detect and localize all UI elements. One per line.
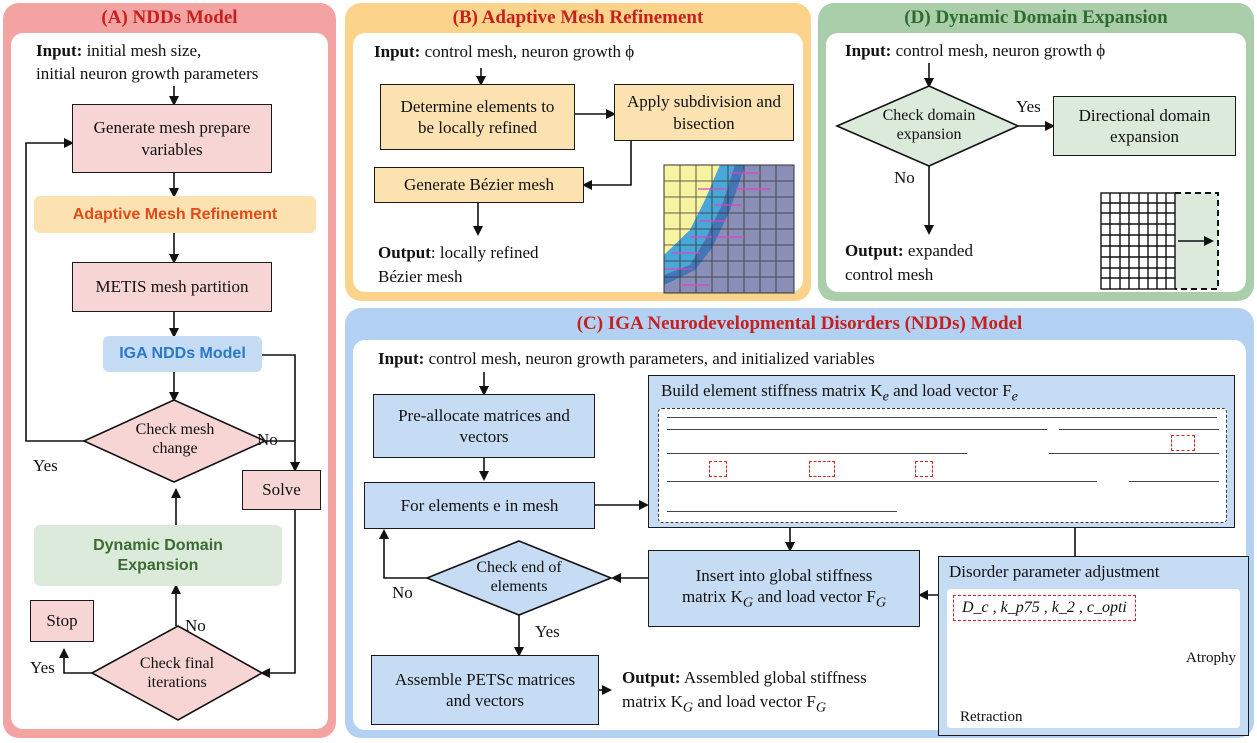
equation-line-2a: [667, 429, 1047, 433]
for-elements-text: For elements e in mesh: [400, 495, 559, 515]
output-label: Output: [378, 243, 431, 262]
apply-box: Apply subdivision and bisection: [614, 84, 794, 141]
panel-c-output-line2: matrix KG and load vector FG: [622, 691, 826, 717]
output-text: expanded: [903, 241, 973, 260]
input-label: Input:: [378, 349, 425, 368]
panel-c-title: (C) IGA Neurodevelopmental Disorders (ND…: [576, 313, 1023, 334]
dde-box: Dynamic Domain Expansion: [34, 525, 282, 586]
check-domain-text: Check domain expansion: [882, 107, 976, 144]
panel-d-title: (D) Dynamic Domain Expansion: [904, 7, 1168, 28]
panel-d-output-line2: control mesh: [845, 265, 934, 284]
check-end-no: No: [392, 583, 413, 602]
panel-b-title: (B) Adaptive Mesh Refinement: [452, 7, 704, 28]
equation-line-4a: [667, 481, 1097, 485]
determine-box: Determine elements to be locally refined: [380, 84, 575, 150]
insert-line2-text: matrix K: [681, 587, 743, 607]
param-copti-highlight: [1171, 435, 1195, 451]
directional-box: Directional domain expansion: [1053, 96, 1236, 156]
generate-mesh-box: Generate mesh prepare variables: [72, 104, 272, 173]
build-box: Build element stiffness matrix Ke and lo…: [648, 375, 1235, 528]
build-sub-e: e: [882, 388, 889, 405]
input-label: Input:: [374, 42, 421, 61]
for-elements-box: For elements e in mesh: [364, 482, 595, 529]
equation-line-3b: [1049, 453, 1219, 457]
build-sub-e2: e: [1011, 388, 1018, 405]
insert-mid: and load vector F: [753, 587, 876, 607]
panel-a-input-line2: initial neuron growth parameters: [36, 64, 259, 83]
panel-b-input: Input: control mesh, neuron growth ϕ: [374, 41, 634, 62]
build-title-text: Build element stiffness matrix K: [661, 381, 883, 400]
panel-a-input: Input: initial mesh size,: [36, 40, 201, 61]
panel-d-input: Input: control mesh, neuron growth ϕ: [845, 40, 1105, 61]
input-text: control mesh, neuron growth ϕ: [420, 42, 635, 61]
check-mesh-text: Check mesh change: [135, 421, 215, 458]
equation-line-3a: [667, 453, 967, 457]
output-label: Output:: [622, 668, 681, 687]
solve-box: Solve: [242, 470, 321, 510]
disorder-title: Disorder parameter adjustment: [949, 562, 1160, 581]
build-mid: and load vector F: [888, 381, 1012, 400]
retraction-label: Retraction: [960, 709, 1023, 725]
iga-box: IGA NDDs Model: [103, 336, 262, 372]
bezier-box: Generate Bézier mesh: [374, 167, 584, 203]
input-label: Input:: [845, 41, 892, 60]
params-box: D_c , k_p75 , k_2 , c_opti: [953, 595, 1136, 621]
build-title: Build element stiffness matrix Ke and lo…: [661, 380, 1018, 406]
panel-c-output: Output: Assembled global stiffness: [622, 667, 867, 688]
output-text: : locally refined: [430, 243, 539, 262]
insert-box: Insert into global stiffness matrix KG a…: [648, 550, 920, 627]
input-text: control mesh, neuron growth parameters, …: [424, 349, 875, 368]
amr-box: Adaptive Mesh Refinement: [34, 196, 316, 233]
insert-line2: matrix KG and load vector FG: [682, 586, 886, 612]
output-line2-text: matrix K: [622, 692, 683, 711]
panel-d-output: Output: expanded: [845, 240, 973, 261]
check-domain-diamond: [834, 85, 1020, 167]
param-kp75-highlight: [809, 461, 835, 477]
equation-line-2b: [1059, 429, 1219, 433]
input-label: Input:: [36, 41, 83, 60]
insert-line1: Insert into global stiffness: [695, 565, 873, 585]
output-sub: G: [682, 699, 694, 716]
equation-line-4b: [1129, 481, 1219, 485]
insert-sub: G: [742, 594, 754, 611]
stop-box: Stop: [30, 600, 94, 642]
panel-b-output: Output: locally refined: [378, 242, 539, 263]
disorder-box: Disorder parameter adjustment D_c , k_p7…: [938, 556, 1249, 736]
output-sub2: G: [815, 699, 827, 716]
insert-sub2: G: [875, 594, 887, 611]
check-end-diamond: [424, 540, 614, 616]
equation-line-5: [667, 491, 897, 512]
check-final-text: Check final iterations: [139, 655, 215, 692]
panel-b-output-line2: Bézier mesh: [378, 267, 463, 286]
check-end-yes: Yes: [535, 622, 560, 641]
atrophy-label: Atrophy: [1186, 650, 1236, 666]
assemble-box: Assemble PETSc matrices and vectors: [371, 655, 599, 725]
check-mesh-diamond: [82, 399, 267, 483]
input-text: control mesh, neuron growth ϕ: [891, 41, 1106, 60]
check-final-no: No: [185, 616, 206, 635]
panel-b: (B) Adaptive Mesh Refinement: [345, 3, 811, 301]
output-line1: Assembled global stiffness: [680, 668, 867, 687]
output-label: Output:: [845, 241, 904, 260]
expanded-grid-image: [1100, 192, 1219, 290]
param-dc-highlight: [709, 461, 727, 477]
check-domain-yes: Yes: [1016, 97, 1041, 116]
refined-mesh-image: [663, 164, 795, 294]
param-k2-highlight: [915, 461, 933, 477]
metis-box: METIS mesh partition: [72, 262, 272, 312]
check-final-diamond: [90, 625, 264, 721]
check-end-text: Check end of elements: [476, 559, 562, 596]
check-mesh-yes: Yes: [33, 456, 58, 475]
panel-c-input: Input: control mesh, neuron growth param…: [378, 348, 875, 369]
input-line1: initial mesh size,: [82, 41, 202, 60]
equations-panel: [658, 408, 1227, 523]
output-mid: and load vector F: [693, 692, 816, 711]
check-mesh-no: No: [257, 430, 278, 449]
equation-line-1: [667, 417, 1217, 421]
check-domain-no: No: [894, 168, 915, 187]
preallocate-box: Pre-allocate matrices and vectors: [373, 394, 595, 458]
check-final-yes: Yes: [30, 658, 55, 677]
panel-a-title: (A) NDDs Model: [101, 7, 238, 28]
